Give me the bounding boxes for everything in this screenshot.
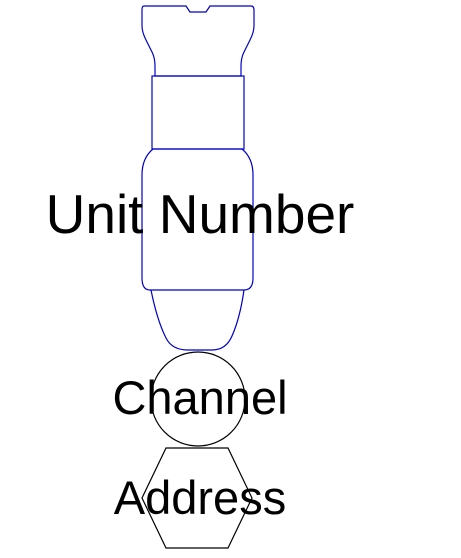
address-label: Address <box>113 471 287 524</box>
channel-label: Channel <box>112 371 288 424</box>
unit-connector-shape <box>141 5 255 351</box>
connector-tip <box>150 289 245 351</box>
unit-number-label: Unit Number <box>45 183 355 245</box>
connector-cap <box>141 5 255 77</box>
address-hexagon <box>141 447 253 549</box>
channel-circle <box>150 351 246 447</box>
connector-band <box>151 75 245 150</box>
